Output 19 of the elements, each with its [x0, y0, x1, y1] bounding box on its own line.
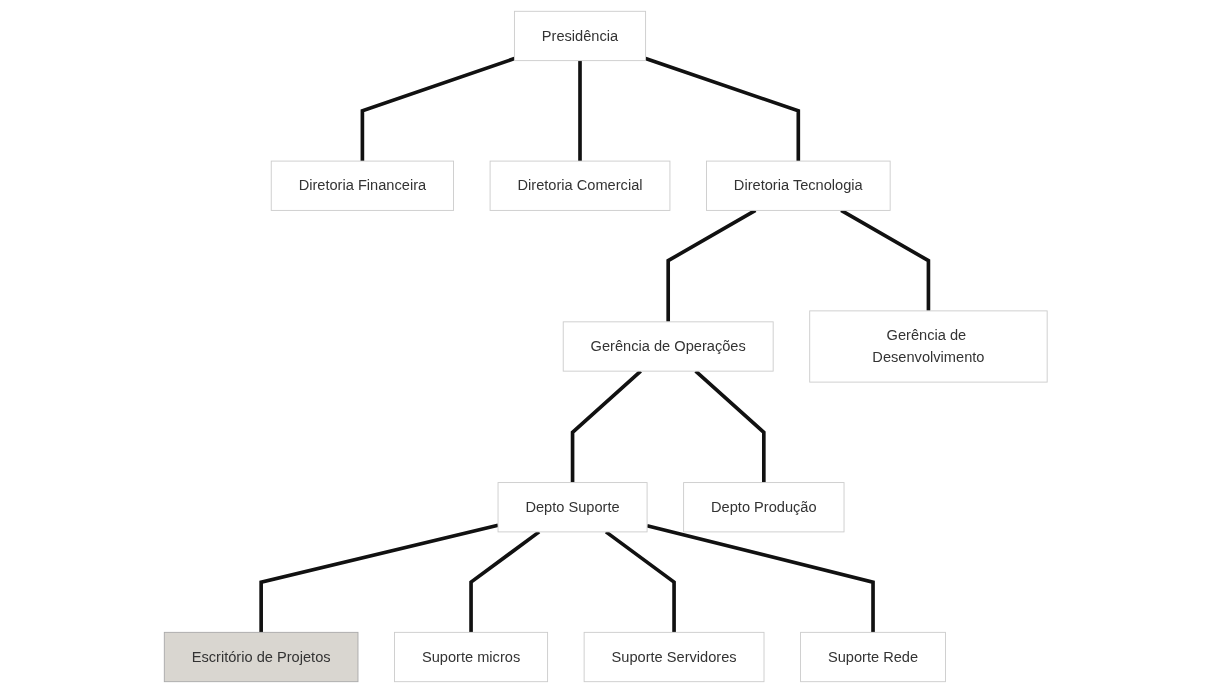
node-box: Presidência — [514, 10, 647, 62]
node-box: Escritório de Projetos — [164, 631, 359, 683]
node-box: Diretoria Tecnologia — [706, 160, 891, 211]
connector — [605, 530, 677, 633]
connector — [469, 530, 541, 633]
connector — [360, 56, 516, 162]
node-box: Depto Produção — [683, 482, 845, 533]
connector — [259, 523, 499, 633]
connector — [646, 524, 876, 633]
node-box: Gerência de Desenvolvimento — [809, 310, 1048, 383]
node-box: Diretoria Financeira — [271, 160, 455, 211]
node-box: Suporte micros — [394, 631, 549, 683]
node-box: Suporte Servidores — [583, 631, 765, 683]
connector — [645, 56, 801, 162]
connector — [578, 60, 583, 162]
node-box: Diretoria Comercial — [489, 160, 671, 211]
node-box: Suporte Rede — [800, 631, 947, 683]
node-box: Gerência de Operações — [563, 321, 774, 372]
node-box: Depto Suporte — [497, 482, 648, 533]
